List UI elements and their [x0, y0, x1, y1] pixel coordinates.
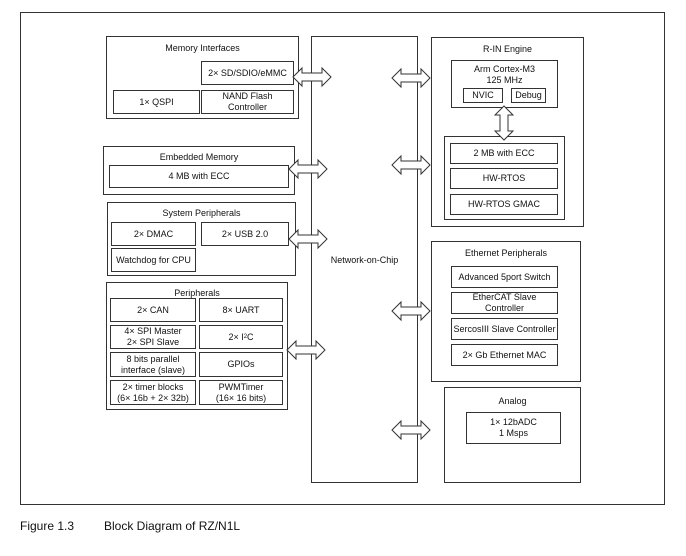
nvic-box: NVIC [463, 88, 503, 103]
rin-engine-title: R-IN Engine [482, 44, 533, 54]
uart-box: 8× UART [199, 298, 283, 322]
network-on-chip-bus: Network-on-Chip [311, 36, 418, 483]
figure-number: Figure 1.3 [20, 519, 75, 533]
nand-flash-controller-box: NAND Flash Controller [201, 90, 294, 114]
hw-rtos-gmac-box: HW-RTOS GMAC [450, 194, 558, 215]
memory-interfaces-arrow [292, 67, 332, 87]
embedded-memory-title: Embedded Memory [159, 152, 239, 162]
rin-ecc-box: 2 MB with ECC [450, 143, 558, 164]
usb-box: 2× USB 2.0 [201, 222, 289, 246]
pwm-timer-box: PWMTimer (16× 16 bits) [199, 380, 283, 405]
figure-caption: Block Diagram of RZ/N1L [104, 519, 241, 533]
debug-box: Debug [511, 88, 546, 103]
ethernet-peripherals-arrow [391, 301, 431, 321]
cortex-m3-label: Arm Cortex-M3 125 MHz [473, 64, 535, 85]
i2c-suffix: C [247, 331, 254, 342]
embedded-memory-arrow [288, 159, 328, 179]
parallel-interface-box: 8 bits parallel interface (slave) [110, 352, 196, 377]
advanced-switch-box: Advanced 5port Switch [451, 266, 558, 288]
hw-rtos-box: HW-RTOS [450, 168, 558, 189]
can-box: 2× CAN [110, 298, 196, 322]
peripherals-title: Peripherals [174, 288, 220, 298]
diagram-frame [20, 12, 665, 505]
i2c-prefix: 2× I [228, 331, 244, 342]
analog-title: Analog [498, 396, 527, 406]
network-on-chip-label: Network-on-Chip [330, 255, 399, 265]
system-peripherals-arrow [288, 229, 328, 249]
ethercat-box: EtherCAT Slave Controller [451, 292, 558, 314]
ethernet-peripherals-title: Ethernet Peripherals [464, 248, 548, 258]
rin-memory-arrow [391, 155, 431, 175]
gb-ethernet-box: 2× Gb Ethernet MAC [451, 344, 558, 366]
system-peripherals-title: System Peripherals [162, 208, 241, 218]
memory-interfaces-title: Memory Interfaces [165, 43, 240, 53]
embedded-memory-ecc-box: 4 MB with ECC [109, 165, 289, 188]
rin-cpu-arrow [391, 68, 431, 88]
sercos-box: SercosIII Slave Controller [451, 318, 558, 340]
i2c-superscript: 2 [243, 334, 248, 340]
cpu-memory-arrow [494, 105, 514, 141]
adc-box: 1× 12bADC 1 Msps [466, 412, 561, 444]
watchdog-box: Watchdog for CPU [111, 248, 196, 272]
analog-arrow [391, 420, 431, 440]
gpio-box: GPIOs [199, 352, 283, 377]
qspi-box: 1× QSPI [113, 90, 200, 114]
spi-box: 4× SPI Master 2× SPI Slave [110, 325, 196, 349]
timer-blocks-box: 2× timer blocks (6× 16b + 2× 32b) [110, 380, 196, 405]
sd-sdio-emmc-box: 2× SD/SDIO/eMMC [201, 61, 294, 85]
peripherals-arrow [286, 340, 326, 360]
dmac-box: 2× DMAC [111, 222, 196, 246]
